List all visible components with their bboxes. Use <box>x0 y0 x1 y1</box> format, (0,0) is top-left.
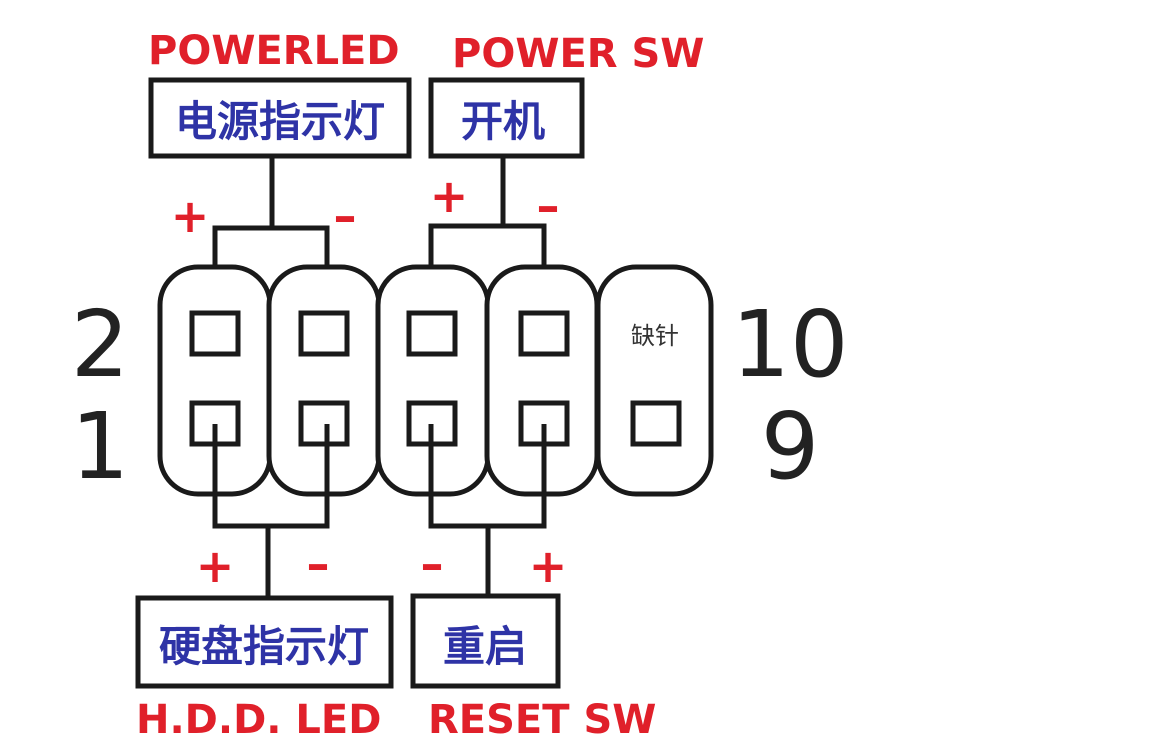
hdd-led-wire <box>212 424 330 529</box>
power-led-cn-label: 电源指示灯 <box>175 97 385 146</box>
reset-sw-box-frame <box>410 593 561 689</box>
reset-sw-label-box: 重启 <box>410 593 561 689</box>
pins <box>189 310 682 447</box>
pin-number-bottom-right: 9 <box>761 393 820 500</box>
reset-sw-title: RESET SW <box>428 697 656 743</box>
power-sw-minus-sign: – <box>537 179 560 233</box>
pin-3 <box>298 400 350 447</box>
hdd-led-box-frame <box>135 595 394 689</box>
hdd-led-plus-sign: + <box>196 539 235 593</box>
pin-number-top-right: 10 <box>731 291 848 398</box>
hdd-led-cn-label: 硬盘指示灯 <box>159 622 369 671</box>
power-sw-box-frame <box>428 77 585 159</box>
power-led-label-box: 电源指示灯 <box>148 77 412 159</box>
reset-sw-minus-sign: – <box>421 537 444 591</box>
missing-pin-label: 缺针 <box>631 322 679 350</box>
hdd-led-label-box: 硬盘指示灯 <box>135 595 394 689</box>
hdd-led-title: H.D.D. LED <box>136 697 381 743</box>
bottom-wires <box>212 424 547 600</box>
pin-6 <box>406 310 458 357</box>
pin-number-bottom-left: 1 <box>71 393 130 500</box>
power-led-minus-sign: – <box>334 189 357 243</box>
pin-4 <box>298 310 350 357</box>
pin-number-top-left: 2 <box>71 291 130 398</box>
pin-2 <box>189 310 241 357</box>
power-led-title: POWERLED <box>148 28 400 74</box>
pin-8 <box>518 310 570 357</box>
power-sw-title: POWER SW <box>452 31 704 77</box>
power-sw-label-box: 开机 <box>428 77 585 159</box>
reset-sw-plus-sign: + <box>529 539 568 593</box>
pin-column-2 <box>266 264 382 497</box>
pin-column-5 <box>595 264 714 497</box>
pin-9 <box>630 400 682 447</box>
power-led-plus-sign: + <box>171 189 210 243</box>
power-sw-cn-label: 开机 <box>461 97 545 146</box>
reset-sw-cn-label: 重启 <box>443 622 527 671</box>
power-led-box-frame <box>148 77 412 159</box>
power-sw-plus-sign: + <box>430 169 469 223</box>
header-housings <box>157 264 714 497</box>
hdd-led-minus-sign: – <box>307 537 330 591</box>
